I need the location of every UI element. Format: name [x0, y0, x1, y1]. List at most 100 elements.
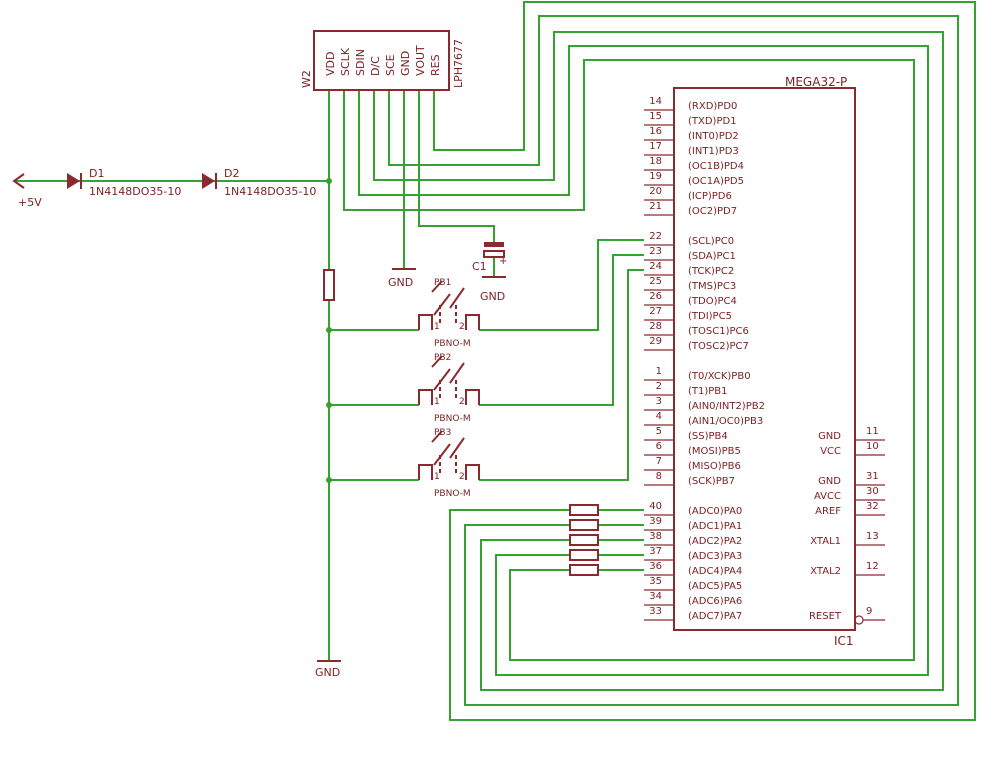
ic-pin-name: (T1)PB1 [688, 386, 728, 397]
lcd-pin-label: SCLK [339, 47, 352, 76]
ic-pin-name: (SCK)PB7 [688, 476, 735, 487]
button-pin-a: 1 [434, 397, 440, 407]
ic-pin-name: (OC1A)PD5 [688, 176, 744, 187]
button-ref: PB1 [434, 278, 451, 288]
ic-pin-name: (TOSC2)PC7 [688, 341, 749, 352]
ic-pin-number: 39 [649, 516, 662, 527]
ic-pin-number: 15 [649, 111, 662, 122]
button-pin-a: 1 [434, 322, 440, 332]
ic-pin-number: 40 [649, 501, 662, 512]
diode-d1-ref: D1 [89, 167, 104, 180]
ic-pin-number: 5 [656, 426, 662, 437]
ic-pin-number: 19 [649, 171, 662, 182]
lcd-pin-label: VDD [324, 52, 337, 76]
lcd-pin-label: SDIN [354, 49, 367, 76]
button-pin-b: 2 [459, 397, 465, 407]
ic-pin-name: GND [818, 476, 841, 487]
ic-pin-name: (TXD)PD1 [688, 116, 737, 127]
ic-pin-name: XTAL1 [810, 536, 841, 547]
button-pin-a: 1 [434, 472, 440, 482]
gnd-label-lcd: GND [388, 276, 413, 289]
adc-resistor-4 [569, 549, 599, 561]
ic-pin-number: 17 [649, 141, 662, 152]
adc-resistors [569, 504, 599, 576]
ic-pin-name: (TCK)PC2 [688, 266, 734, 277]
gnd-label-main: GND [315, 666, 340, 679]
junctions [326, 178, 332, 483]
ic-pin-name: (SCL)PC0 [688, 236, 734, 247]
ic-pin-name: (TDO)PC4 [688, 296, 737, 307]
ic-pin-number: 35 [649, 576, 662, 587]
ic-pin-name: (ADC7)PA7 [688, 611, 742, 622]
push-button-pb3 [418, 430, 480, 480]
ic-pin-name: GND [818, 431, 841, 442]
ic-pin-number: 4 [656, 411, 662, 422]
ic-pin-number: 1 [656, 366, 662, 377]
ic-pin-number: 25 [649, 276, 662, 287]
ic-pin-number: 2 [656, 381, 662, 392]
button-ref: PB3 [434, 428, 451, 438]
lcd-pin-label: RES [429, 54, 442, 76]
ic-pin-name: (ADC0)PA0 [688, 506, 742, 517]
button-pin-b: 2 [459, 472, 465, 482]
button-value: PBNO-M [434, 489, 471, 499]
ic-pin-number: 22 [649, 231, 662, 242]
lcd-pin-label: SCE [384, 54, 397, 76]
ic-pin-name: (ADC2)PA2 [688, 536, 742, 547]
ic-pin-number: 38 [649, 531, 662, 542]
lcd-header-body [313, 30, 450, 91]
ic-pin-number: 14 [649, 96, 662, 107]
ic-pin-number: 8 [656, 471, 662, 482]
ic-pin-name: (INT1)PD3 [688, 146, 739, 157]
ic-pin-number: 7 [656, 456, 662, 467]
ic-pin-number: 9 [866, 606, 872, 617]
ic-pin-number: 18 [649, 156, 662, 167]
diode-d2-value: 1N4148DO35-10 [224, 185, 316, 198]
ic-pin-number: 24 [649, 261, 662, 272]
adc-resistor-1 [569, 504, 599, 516]
vcc-label: +5V [18, 196, 42, 209]
ic-pin-name: (MISO)PB6 [688, 461, 741, 472]
ic-pin-name: AREF [815, 506, 841, 517]
junction-vdd [326, 178, 332, 184]
ic-pin-number: 32 [866, 501, 879, 512]
ic-pin-name: (RXD)PD0 [688, 101, 737, 112]
ic-pin-number: 28 [649, 321, 662, 332]
capacitor-c1-symbol [483, 242, 505, 258]
ic-pin-name: XTAL2 [810, 566, 841, 577]
ic-pin-number: 30 [866, 486, 879, 497]
button-value: PBNO-M [434, 414, 471, 424]
pullup-resistor [323, 269, 335, 301]
adc-resistor-2 [569, 519, 599, 531]
button-ref: PB2 [434, 353, 451, 363]
adc-resistor-5 [569, 564, 599, 576]
ic-pin-name: (OC2)PD7 [688, 206, 737, 217]
lcd-pin-label: GND [399, 51, 412, 76]
diode-d1-value: 1N4148DO35-10 [89, 185, 181, 198]
ic-pin-name: (ICP)PD6 [688, 191, 732, 202]
ic-pin-number: 3 [656, 396, 662, 407]
vcc-arrow-symbol [12, 173, 25, 189]
ic-pin-name: (T0/XCK)PB0 [688, 371, 751, 382]
ic-pin-name: (TOSC1)PC6 [688, 326, 749, 337]
ic-pin-number: 12 [866, 561, 879, 572]
ic-pin-name: (ADC6)PA6 [688, 596, 742, 607]
ic-pin-number: 6 [656, 441, 662, 452]
ic-reset-inverter-bubble [854, 615, 864, 625]
lcd-ref: W2 [300, 70, 313, 88]
ic-pin-name: (ADC5)PA5 [688, 581, 742, 592]
diode-d1-symbol [67, 173, 82, 189]
adc-resistor-3 [569, 534, 599, 546]
capacitor-ref: C1 [472, 260, 487, 273]
ic-pin-number: 21 [649, 201, 662, 212]
ic-pin-name: VCC [820, 446, 841, 457]
ic-pin-number: 27 [649, 306, 662, 317]
ic-left-pins: 14(RXD)PD015(TXD)PD116(INT0)PD217(INT1)P… [644, 96, 765, 622]
ic-pin-name: (MOSI)PB5 [688, 446, 741, 457]
ic-pin-number: 36 [649, 561, 662, 572]
junction-pb1 [326, 327, 332, 333]
ic-pin-number: 37 [649, 546, 662, 557]
